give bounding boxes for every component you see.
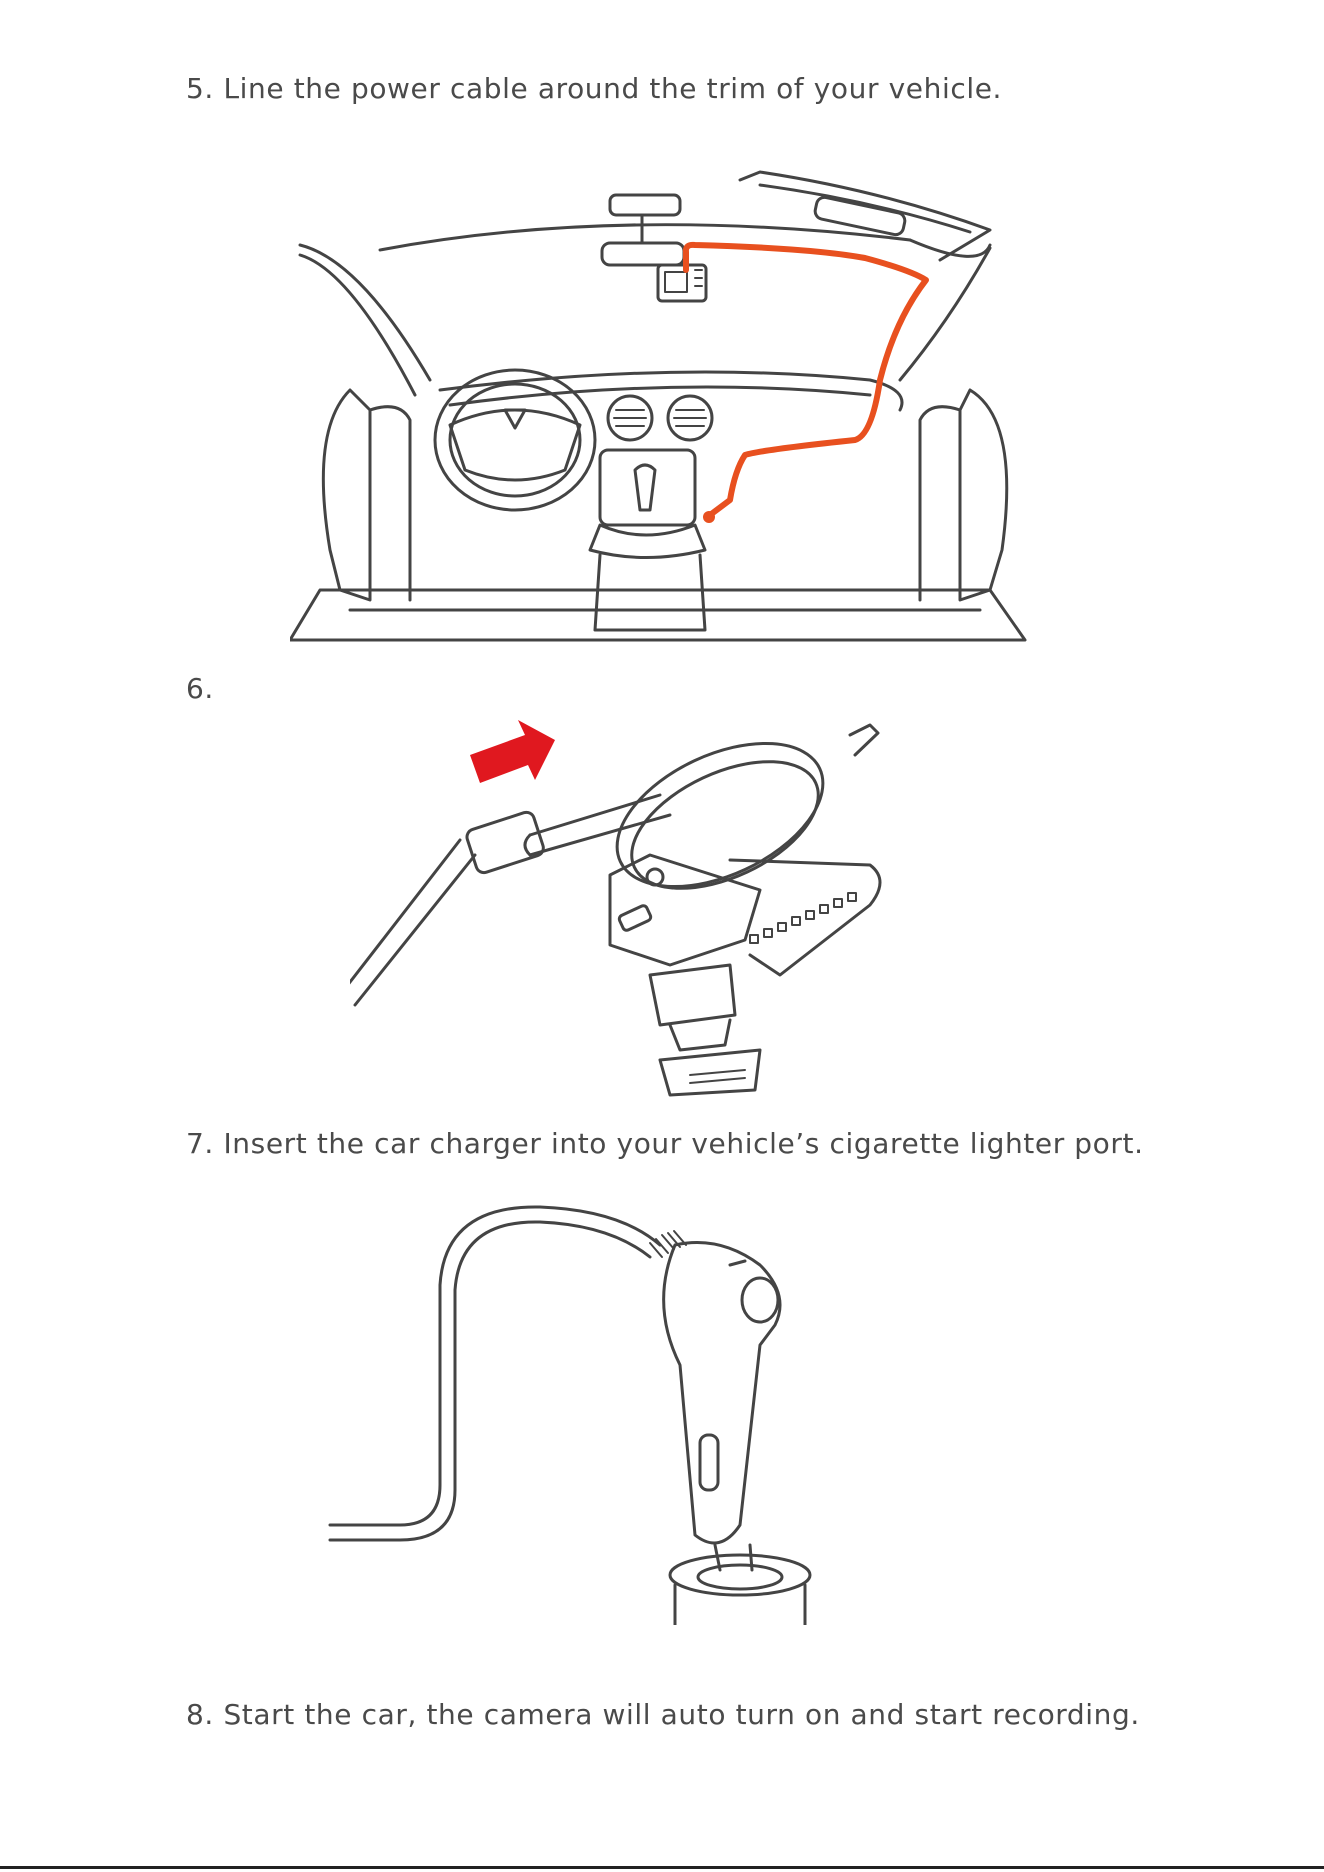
- mount-usb-connection-illustration: [350, 715, 910, 1105]
- car-interior-cable-routing-illustration: [290, 170, 1030, 650]
- step-6-number: 6.: [186, 672, 214, 705]
- step-8-number: 8.: [186, 1698, 214, 1731]
- step-6-instruction: 6.: [186, 672, 214, 705]
- step-7-text: Insert the car charger into your vehicle…: [223, 1127, 1143, 1160]
- step-8-text: Start the car, the camera will auto turn…: [223, 1698, 1139, 1731]
- page-bottom-rule: [0, 1866, 1324, 1869]
- cable-plug-dot: [703, 511, 715, 523]
- step-7-instruction: 7. Insert the car charger into your vehi…: [186, 1127, 1144, 1160]
- insert-direction-arrow: [470, 720, 555, 783]
- step-5-instruction: 5. Line the power cable around the trim …: [186, 72, 1002, 105]
- step-5-text: Line the power cable around the trim of …: [223, 72, 1002, 105]
- step-8-instruction: 8. Start the car, the camera will auto t…: [186, 1698, 1140, 1731]
- step-5-number: 5.: [186, 72, 214, 105]
- step-7-number: 7.: [186, 1127, 214, 1160]
- car-charger-insertion-illustration: [320, 1195, 820, 1625]
